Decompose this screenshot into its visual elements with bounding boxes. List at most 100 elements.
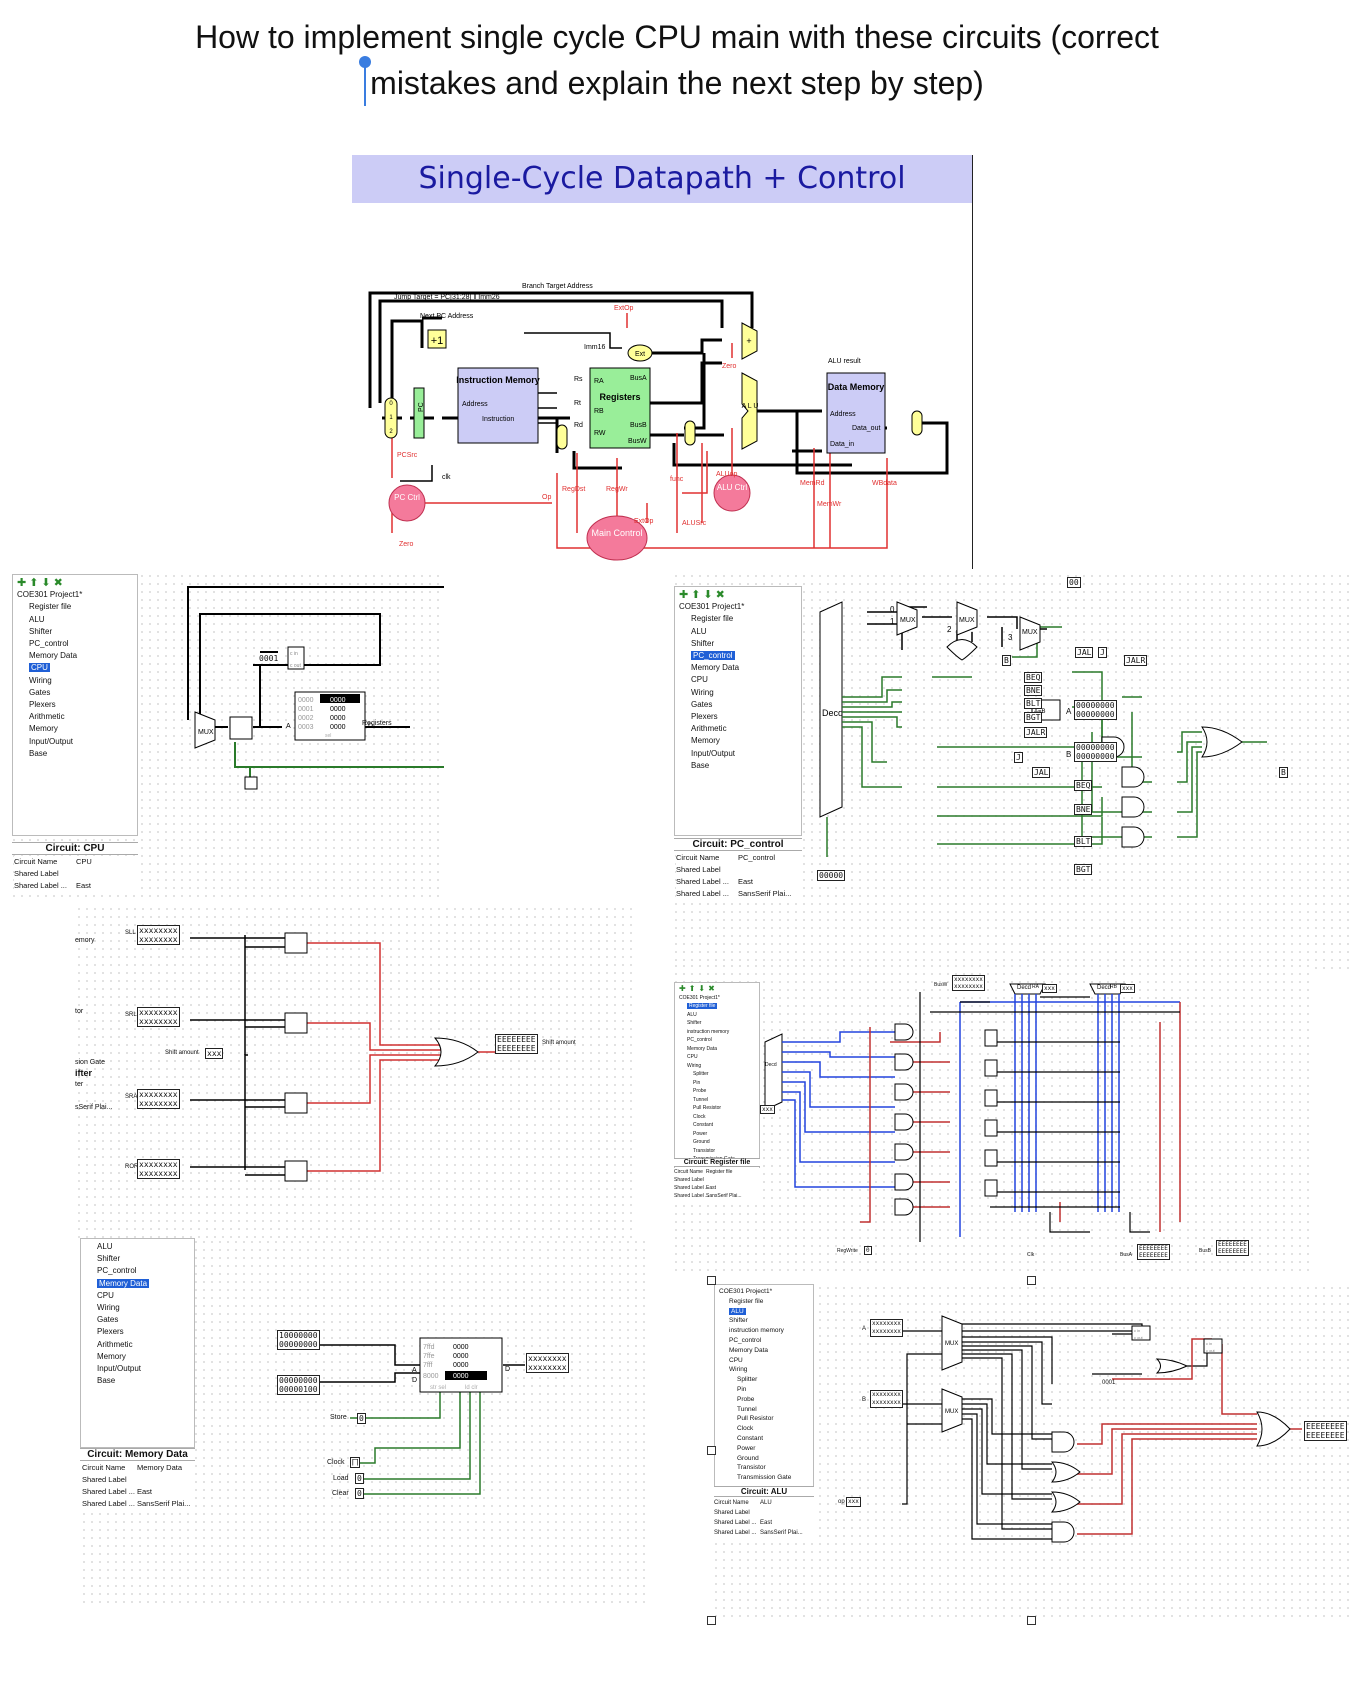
pc-mux-1[interactable] [896,601,918,636]
pc-register[interactable] [229,716,253,740]
rw-input[interactable]: xxx [760,1105,775,1114]
clock-input[interactable] [244,776,258,790]
text-cursor[interactable] [359,56,371,106]
wiring-item[interactable]: Power [693,1130,708,1137]
wiring-item[interactable]: Transistor [737,1464,766,1472]
shift-amount-input[interactable]: xxx [205,1048,224,1059]
folder-item[interactable]: Memory [691,736,720,746]
wiring-item[interactable]: Ground [693,1139,710,1145]
wiring-item[interactable]: Clock [693,1113,706,1120]
and-gate[interactable] [894,1113,914,1131]
tree-item[interactable]: PC_control [729,1336,762,1344]
register[interactable] [984,1119,998,1137]
folder-item[interactable]: Gates [97,1315,119,1325]
store-input[interactable]: 0 [357,1413,366,1424]
pc-mux-2[interactable] [956,601,978,636]
alu-explorer[interactable]: COE301 Project1* Register file ALU Shift… [714,1284,814,1494]
register[interactable] [984,1059,998,1077]
prop-val[interactable]: SansSerif Plai... [706,1193,742,1199]
srl-shift[interactable] [284,1012,308,1034]
folder-item[interactable]: Wiring [29,675,52,685]
or-gate[interactable] [1050,1461,1081,1483]
alu-adder-2[interactable] [1203,1338,1223,1354]
tree-item[interactable]: Shifter [729,1317,748,1325]
tree-item[interactable]: PC_control [97,1266,137,1276]
resize-handle[interactable] [707,1616,716,1625]
wiring-item[interactable]: Clock [737,1425,754,1433]
prop-val[interactable]: ALU [760,1500,772,1506]
folder-item[interactable]: Input/Output [97,1364,142,1374]
tree-item[interactable]: Memory Data [29,651,78,661]
prop-val[interactable]: East [137,1487,153,1496]
and-gate[interactable] [894,1198,914,1216]
folder-item[interactable]: Plexers [29,700,56,710]
register[interactable] [984,1029,998,1047]
adder[interactable] [287,646,305,670]
folder-item[interactable]: Memory [97,1351,126,1361]
tree-item[interactable]: ALU [687,1011,697,1018]
prop-val[interactable]: CPU [76,857,92,866]
alu-adder-1[interactable] [1131,1325,1151,1341]
wiring-item[interactable]: Pin [737,1385,747,1393]
and-gate[interactable] [1121,826,1145,848]
prop-val[interactable]: Memory Data [137,1463,183,1472]
ra-input[interactable]: xxx [1042,984,1057,993]
regfile-explorer[interactable]: ✚⬆⬇✖ COE301 Project1* Register file ALU … [674,982,760,1172]
data-ram[interactable] [419,1337,503,1393]
toolbar-icons[interactable]: ✚⬆⬇✖ [679,589,728,601]
sra-shift[interactable] [284,1092,308,1114]
folder-item[interactable]: Plexers [691,712,718,722]
project-root[interactable]: COE301 Project1* [679,994,720,1001]
project-root[interactable]: COE301 Project1* [719,1288,773,1295]
alu-mux-b[interactable] [941,1388,963,1433]
resize-handle[interactable] [707,1446,716,1455]
register[interactable] [984,1179,998,1197]
cpu-explorer[interactable]: ✚⬆⬇✖ COE301 Project1* Register file ALU … [12,574,138,836]
wiring-item[interactable]: Splitter [737,1376,758,1384]
tree-item[interactable]: instruction memory [687,1028,730,1035]
read-decoder-a[interactable] [1009,983,1046,995]
folder-item[interactable]: Wiring [729,1366,748,1374]
rb-input[interactable]: xxx [1120,984,1135,993]
decoder[interactable] [819,601,843,818]
tree-item[interactable]: Shifter [97,1254,121,1264]
memdata-explorer[interactable]: ALU Shifter PC_control Memory Data CPU W… [80,1238,195,1448]
wiring-item[interactable]: Pin [693,1079,701,1086]
folder-item[interactable]: Wiring [97,1303,120,1313]
and-gate[interactable] [1051,1431,1075,1453]
prop-val[interactable]: PC_control [738,853,776,862]
resize-handle[interactable] [707,1276,716,1285]
folder-item[interactable]: Memory [29,724,58,734]
regwrite-input[interactable]: 0 [864,1246,872,1255]
project-root[interactable]: COE301 Project1* [679,602,745,612]
folder-item[interactable]: Arithmetic [29,712,65,722]
and-gate[interactable] [894,1023,914,1041]
clock-input[interactable]: ⨅ [350,1457,361,1468]
tree-item[interactable]: CPU [729,1356,743,1364]
toolbar-icons[interactable]: ✚⬆⬇✖ [17,577,66,589]
wiring-item[interactable]: Constant [693,1122,714,1128]
wiring-item[interactable]: Power [737,1444,756,1452]
tree-item-selected[interactable]: PC_control [691,651,735,661]
project-root[interactable]: COE301 Project1* [17,590,83,600]
wiring-item[interactable]: Probe [737,1395,755,1403]
wiring-item[interactable]: Pull Resistor [693,1105,722,1111]
sll-shift[interactable] [284,932,308,954]
alu-output-or[interactable] [1256,1411,1291,1447]
prop-val[interactable]: East [760,1520,773,1526]
tree-item[interactable]: CPU [691,675,708,685]
op-input[interactable]: xxx [846,1497,861,1507]
resize-handle[interactable] [1027,1276,1036,1285]
folder-item[interactable]: Input/Output [691,748,736,758]
or-gate-final[interactable] [1201,726,1243,758]
folder-item[interactable]: Plexers [97,1327,124,1337]
alu-mux-a[interactable] [941,1315,963,1371]
out-pin[interactable]: 00 [1067,577,1081,588]
and-gate[interactable] [894,1083,914,1101]
xor-gate[interactable] [1155,1358,1189,1374]
